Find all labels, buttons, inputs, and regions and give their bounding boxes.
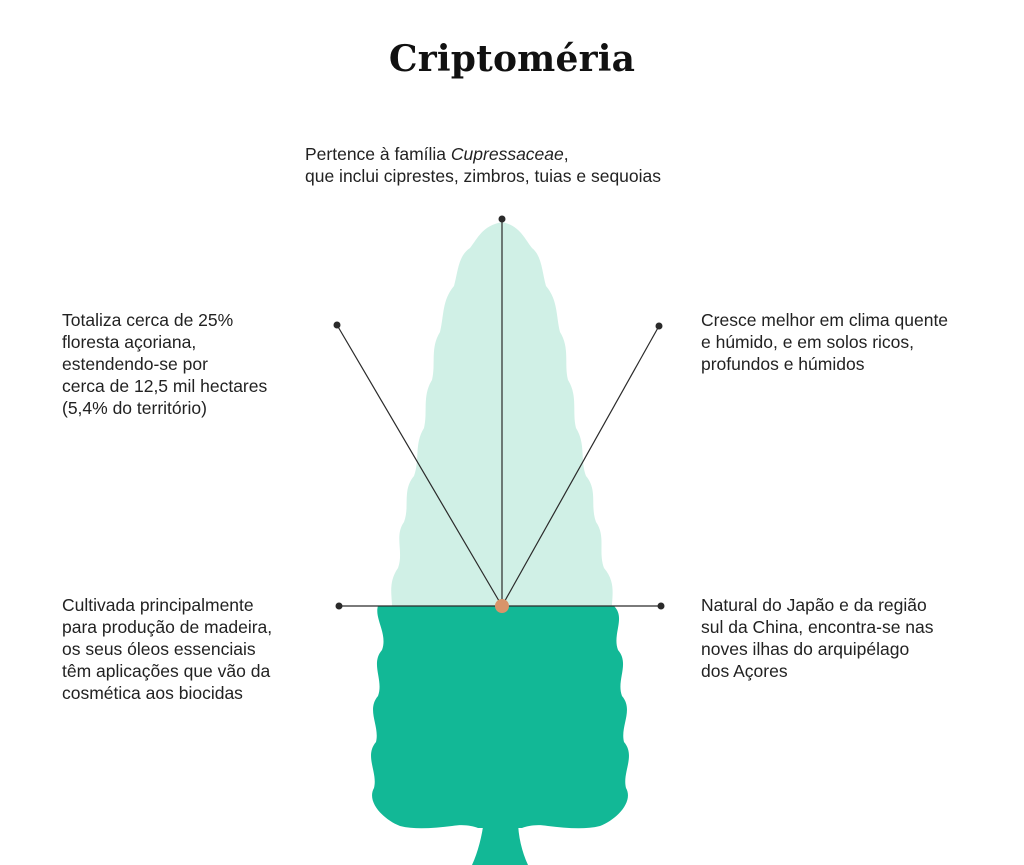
annotation-line: cosmética aos biocidas — [62, 683, 243, 703]
annotation-line: cerca de 12,5 mil hectares — [62, 376, 268, 396]
annotation-upper-left: Totaliza cerca de 25% floresta açoriana,… — [62, 309, 267, 419]
annotation-line: para produção de madeira, — [62, 617, 273, 637]
endpoint-top — [498, 215, 506, 223]
leader-line-upper-left — [336, 324, 503, 607]
annotation-line: sul da China, encontra-se nas — [701, 617, 934, 637]
annotation-line: Cultivada principalmente — [62, 595, 254, 615]
annotation-line: dos Açores — [701, 661, 788, 681]
endpoint-lower-right — [657, 602, 665, 610]
annotation-upper-right: Cresce melhor em clima quente e húmido, … — [701, 309, 948, 375]
tree-crown-lower — [371, 606, 629, 829]
annotation-line: profundos e húmidos — [701, 354, 865, 374]
annotation-lower-right: Natural do Japão e da região sul da Chin… — [701, 594, 934, 682]
family-prefix: Pertence à família — [305, 144, 451, 164]
annotation-top-line-2: que inclui ciprestes, zimbros, tuias e s… — [305, 166, 662, 186]
annotation-top-line-1: Pertence à família Cupressaceae, — [305, 143, 661, 165]
endpoint-upper-right — [655, 322, 663, 330]
annotation-line: e húmido, e em solos ricos, — [701, 332, 915, 352]
family-suffix: , — [563, 144, 569, 164]
family-name: Cupressaceae — [450, 144, 564, 164]
annotation-line: estendendo-se por — [62, 354, 208, 374]
annotation-line: Totaliza cerca de 25% — [62, 310, 234, 330]
annotation-line: Cresce melhor em clima quente — [701, 310, 949, 330]
annotation-line: têm aplicações que vão da — [62, 661, 271, 681]
annotation-line: Natural do Japão e da região — [701, 595, 927, 615]
center-dot — [495, 599, 509, 613]
tree-trunk — [472, 820, 528, 865]
endpoint-lower-left — [335, 602, 343, 610]
annotation-top: Pertence à família Cupressaceae, que inc… — [305, 143, 661, 187]
endpoint-upper-left — [333, 321, 341, 329]
annotation-line: os seus óleos essenciais — [62, 639, 256, 659]
annotation-line: noves ilhas do arquipélago — [701, 639, 910, 659]
leader-endpoints — [333, 215, 665, 610]
annotation-line: floresta açoriana, — [62, 332, 197, 352]
annotation-lower-left: Cultivada principalmente para produção d… — [62, 594, 272, 704]
page-title: Criptoméria — [388, 38, 636, 80]
annotation-line: (5,4% do território) — [62, 398, 207, 418]
leader-line-upper-right — [501, 325, 660, 607]
